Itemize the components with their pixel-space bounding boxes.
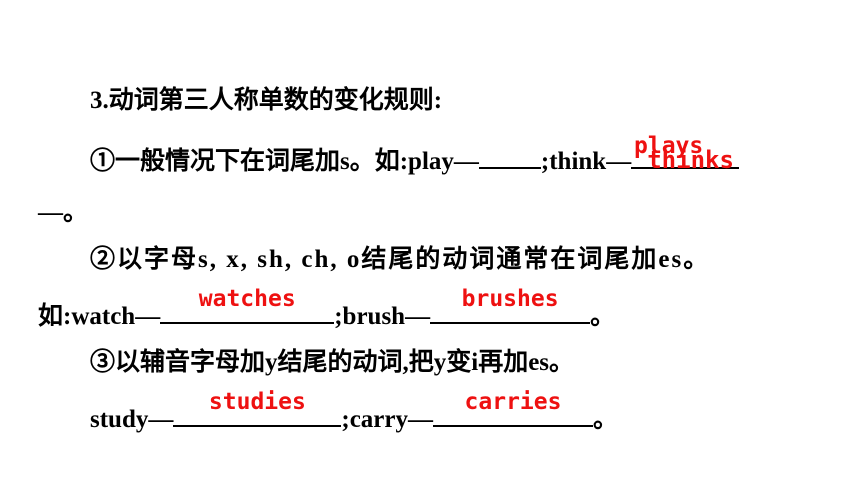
answer-brushes: brushes <box>461 286 559 312</box>
rule-2-end: 。 <box>590 303 616 330</box>
rule-3-text: ③以辅音字母加y结尾的动词,把y变i再加es。 <box>90 349 575 376</box>
rule-3-separator: ;carry— <box>341 406 433 433</box>
rule-3-end: 。 <box>593 406 619 433</box>
rule-3-example-line: study— studies ;carry— carries 。 <box>90 389 619 435</box>
rule-3-example-prefix: study— <box>90 406 174 433</box>
rule-2-separator: ;brush— <box>334 303 431 330</box>
rule-1-text: ①一般情况下在词尾加s。如:play— <box>90 148 479 175</box>
answer-carries: carries <box>464 389 562 415</box>
blank-1[interactable] <box>478 141 541 169</box>
answer-thinks: thinks <box>647 146 734 174</box>
rule-1-line: ①一般情况下在词尾加s。如:play— ;think— thinks <box>90 141 740 177</box>
section-title: 3.动词第三人称单数的变化规则: <box>90 87 443 114</box>
answer-watches: watches <box>198 286 296 312</box>
rule-2-example-prefix: 如:watch— <box>38 303 161 330</box>
rule-2-example-line: 如:watch— watches ;brush— brushes 。 <box>38 286 616 332</box>
blank-6[interactable]: carries <box>433 389 593 427</box>
rule-1-end: —。 <box>38 199 89 226</box>
blank-5[interactable]: studies <box>173 389 342 427</box>
blank-3[interactable]: watches <box>160 286 335 324</box>
answer-plays: plays <box>634 133 704 159</box>
blank-4[interactable]: brushes <box>430 286 591 324</box>
blank-2[interactable]: thinks <box>631 141 740 174</box>
rule-1-separator: ;think— <box>540 148 632 175</box>
rule-2-text: ②以字母s, x, sh, ch, o结尾的动词通常在词尾加es。 <box>90 246 711 273</box>
answer-studies: studies <box>208 389 306 415</box>
